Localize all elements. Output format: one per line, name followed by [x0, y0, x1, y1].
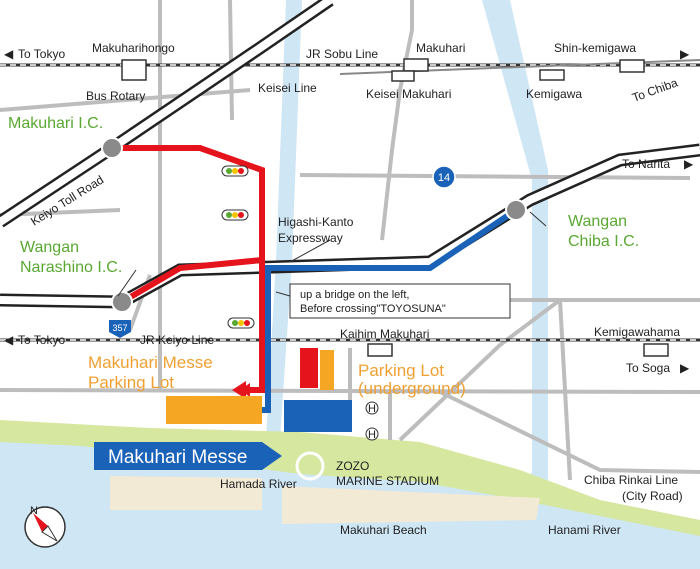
shin-kemigawa-label: Shin-kemigawa	[554, 41, 636, 55]
jr-sobu-line-label: JR Sobu Line	[306, 47, 378, 61]
kemigawa-label: Kemigawa	[526, 87, 582, 101]
compass-icon: N	[24, 505, 66, 548]
makuhari-messe-label-box	[94, 442, 282, 470]
wangan-narashino-label-1: Wangan	[20, 239, 79, 256]
arrow-left-icon: ◀	[4, 47, 14, 61]
wangan-chiba-label-1: Wangan	[568, 213, 627, 230]
keisei-line-label: Keisei Line	[258, 81, 317, 95]
hospital-mark: H	[368, 429, 376, 441]
makuhari-beach-label: Makuhari Beach	[340, 523, 427, 537]
station-makuharihongo	[121, 59, 147, 81]
jr-keiyo-line-label: JR Keiyo Line	[140, 333, 214, 347]
makuhari-messe-label: Makuhari Messe	[108, 447, 247, 468]
zozo-stadium-marker	[295, 451, 325, 481]
higashi-kanto-label-2: Expressway	[278, 231, 343, 245]
zozo-label-1: ZOZO	[336, 459, 369, 473]
red-parking-block	[300, 348, 318, 388]
makuhari-label: Makuhari	[416, 41, 465, 55]
beach-east	[282, 486, 540, 524]
red-route-arrow	[232, 381, 246, 399]
traffic-light-icon	[221, 209, 249, 221]
hanami-river-label: Hanami River	[548, 523, 621, 537]
route-14-label: 14	[438, 172, 450, 184]
chiba-rinkai-label-1: Chiba Rinkai Line	[584, 473, 678, 487]
wangan-narashino-ic-marker	[111, 291, 133, 313]
messe-parking-label-1: Makuhari Messe	[88, 353, 213, 372]
compass-n-label: N	[30, 505, 38, 517]
to-tokyo-top: To Tokyo	[18, 47, 65, 61]
wangan-chiba-label-2: Chiba I.C.	[568, 233, 639, 250]
makuhari-ic-label: Makuhari I.C.	[8, 115, 103, 132]
keisei-makuhari-label: Keisei Makuhari	[366, 87, 451, 101]
station-kemigawa	[539, 69, 565, 81]
local-roads	[0, 0, 700, 481]
makuharihongo-label: Makuharihongo	[92, 41, 175, 55]
chiba-rinkai-label-2: (City Road)	[622, 489, 683, 503]
hospital-icon	[365, 401, 379, 415]
station-shin-kemigawa	[619, 59, 645, 73]
keiyo-toll-road	[0, 0, 334, 228]
to-narita-label: To Narita	[622, 157, 670, 171]
bridge-callout	[289, 283, 511, 319]
messe-parking-label-2: Parking Lot	[88, 373, 174, 392]
hanami-river-water	[482, 0, 548, 512]
to-tokyo-bottom: To Tokyo	[18, 333, 65, 347]
hospital-mark: H	[368, 403, 376, 415]
zozo-label-2: MARINE STADIUM	[336, 474, 439, 488]
callout-line-2: Before crossing"TOYOSUNA"	[300, 303, 446, 315]
arrow-right-icon: ▶	[680, 47, 690, 61]
station-kemigawahama	[643, 343, 669, 357]
stations	[121, 58, 669, 357]
kemigawahama-label: Kemigawahama	[594, 325, 680, 339]
wangan-narashino-label-2: Narashino I.C.	[20, 259, 122, 276]
beach-west	[110, 476, 262, 510]
route-357-sign	[109, 320, 131, 338]
arrow-right-icon: ▶	[680, 361, 690, 375]
makuhari-messe-building	[284, 400, 352, 432]
bus-rotary-label: Bus Rotary	[86, 89, 145, 103]
arrow-left-icon: ◀	[4, 333, 14, 347]
underground-parking-block	[320, 350, 334, 390]
higashi-kanto-label-1: Higashi-Kanto	[278, 215, 354, 229]
route-red	[112, 145, 265, 399]
makuhari-ic-marker	[101, 137, 123, 159]
station-keisei-makuhari	[391, 70, 415, 82]
traffic-light-icon	[221, 165, 249, 177]
wangan-chiba-ic-marker	[505, 199, 527, 221]
to-soga-label: To Soga	[626, 361, 670, 375]
route-357-label: 357	[112, 323, 127, 333]
station-kaihim-makuhari	[367, 343, 393, 357]
kaihim-makuhari-label: Kaihim Makuhari	[340, 327, 429, 341]
station-makuhari	[403, 58, 429, 72]
traffic-light-icon	[227, 317, 255, 329]
route-14-sign	[432, 165, 456, 189]
hospital-icon	[365, 427, 379, 441]
callout-line-1: up a bridge on the left,	[300, 289, 409, 301]
parking-underground-label-1: Parking Lot	[358, 361, 444, 380]
arrow-right-icon: ▶	[684, 157, 694, 171]
parking-underground-label-2: (underground)	[358, 379, 466, 398]
hamada-river-label: Hamada River	[220, 477, 297, 491]
messe-parking-lot	[166, 396, 262, 424]
